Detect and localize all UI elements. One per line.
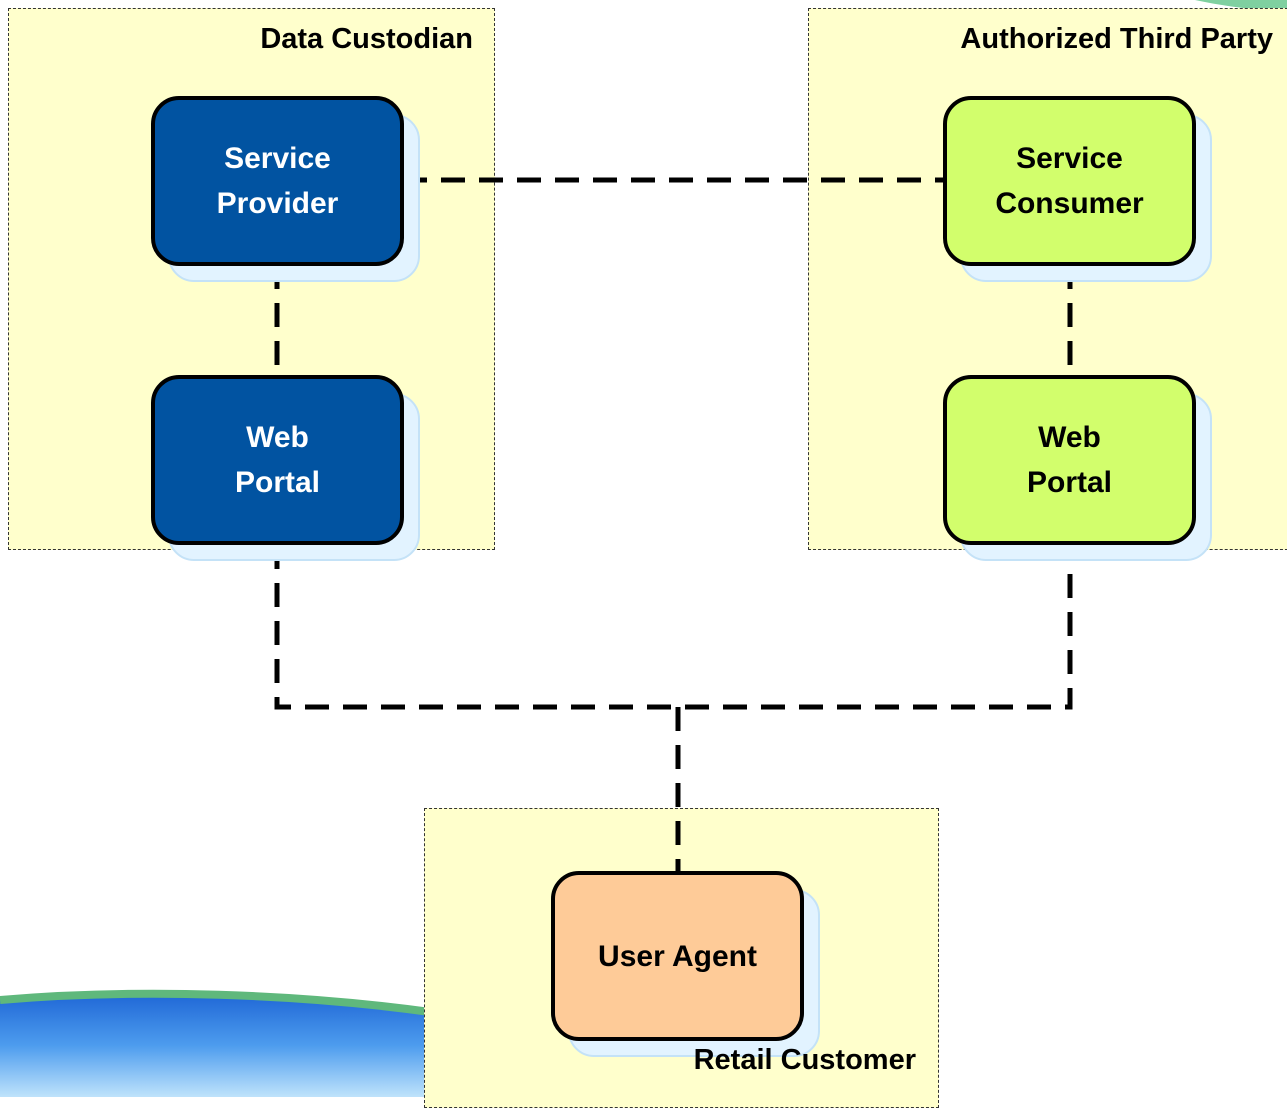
user-agent-label: User Agent — [598, 939, 757, 973]
user-agent-node: User Agent — [551, 871, 804, 1041]
service-provider-label: Service Provider — [216, 142, 339, 220]
dc-web-portal-label: Web Portal — [234, 421, 321, 499]
dc-web-portal-node: Web Portal — [151, 375, 404, 545]
data-custodian-title: Data Custodian — [260, 23, 473, 55]
retail-customer-title: Retail Customer — [693, 1044, 916, 1076]
portals-bus-connector — [274, 545, 1073, 710]
service-consumer-label: Service Consumer — [995, 142, 1144, 220]
third-party-title: Authorized Third Party — [960, 23, 1273, 55]
tp-web-portal-label: Web Portal — [1026, 421, 1113, 499]
service-provider-node: Service Provider — [151, 96, 404, 266]
service-consumer-node: Service Consumer — [943, 96, 1196, 266]
tp-web-portal-node: Web Portal — [943, 375, 1196, 545]
